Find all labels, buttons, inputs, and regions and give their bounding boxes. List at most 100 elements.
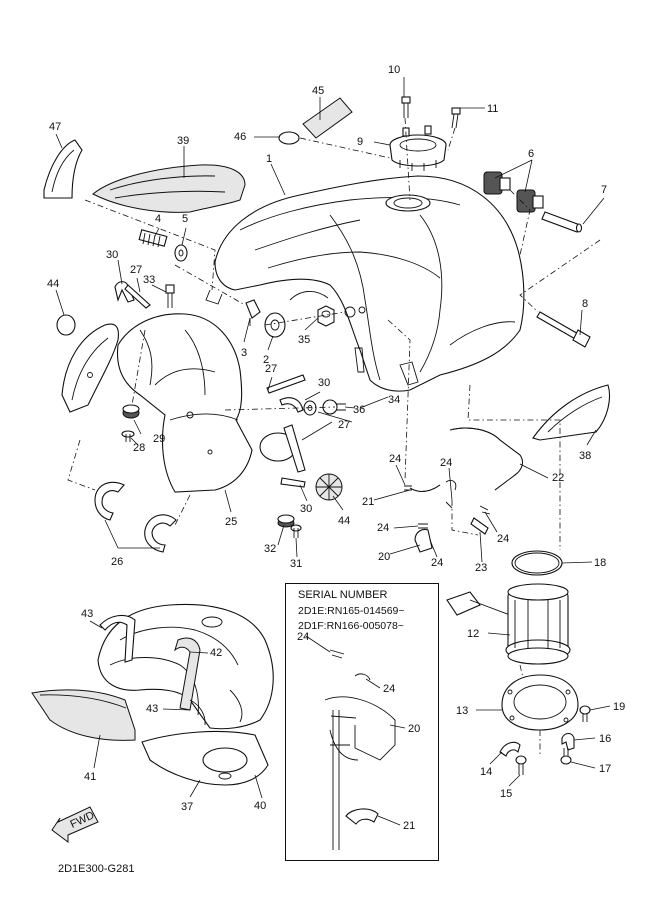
pin-28	[121, 430, 135, 442]
grommet-29	[122, 404, 140, 419]
callout-13: 13	[456, 705, 468, 717]
callout-47: 47	[49, 121, 61, 133]
collar-7	[541, 211, 583, 233]
callout-21: 21	[362, 496, 374, 508]
callout-labels: 1 2 3 4 5 6 6 7 8 9 10 11 12 13 14 15 16…	[47, 64, 625, 832]
side-pad-47	[43, 139, 83, 199]
clamp-14	[499, 741, 521, 757]
side-cover-44-left	[61, 323, 119, 413]
breather-hose-22	[449, 427, 523, 491]
callout-10: 10	[388, 64, 400, 76]
bolt-4	[138, 229, 168, 248]
callout-17: 17	[599, 763, 611, 775]
callout-24f: 24	[297, 631, 309, 643]
fitting-23	[470, 517, 489, 535]
callout-24c: 24	[497, 533, 509, 545]
clip-24-b	[445, 501, 453, 509]
callout-27c: 27	[338, 419, 350, 431]
callout-15: 15	[500, 788, 512, 800]
screw-34	[322, 399, 346, 415]
callout-30b: 30	[318, 377, 330, 389]
callout-8: 8	[582, 298, 588, 310]
decal-45	[302, 97, 353, 139]
callout-26: 26	[111, 556, 123, 568]
clip-26-right	[144, 514, 177, 553]
callout-27a: 27	[130, 264, 142, 276]
callout-23: 23	[475, 562, 487, 574]
callout-6a: 6	[528, 148, 534, 160]
callout-30a: 30	[106, 249, 118, 261]
hose-20	[414, 528, 433, 553]
callout-24e: 24	[431, 557, 443, 569]
side-panel-38	[532, 384, 611, 441]
callout-29: 29	[153, 433, 165, 445]
callout-24d: 24	[377, 522, 389, 534]
drawing-code: 2D1E300-G281	[58, 863, 135, 875]
callout-34: 34	[388, 394, 400, 406]
strip-27-low	[283, 424, 306, 473]
clip-27-top	[124, 284, 151, 309]
callout-14: 14	[480, 766, 492, 778]
callout-31: 31	[290, 558, 302, 570]
bolt-19	[579, 705, 591, 722]
band-42	[174, 637, 201, 711]
serial-line-2d1e: 2D1E:RN165-014569~	[298, 605, 405, 617]
nut-35	[317, 305, 335, 327]
fwd-arrow: FWD	[51, 806, 99, 843]
washer-5	[174, 244, 188, 262]
clip-30-low	[280, 477, 306, 488]
callout-16: 16	[599, 733, 611, 745]
callout-24b: 24	[440, 457, 452, 469]
callout-36: 36	[353, 404, 365, 416]
screw-15	[515, 755, 527, 775]
strip-43-top	[99, 614, 136, 663]
callout-44b: 44	[338, 515, 350, 527]
patch-44-left	[56, 314, 76, 336]
callout-4: 4	[155, 213, 161, 225]
callout-1: 1	[266, 153, 272, 165]
callout-20-serial: 20	[408, 723, 420, 735]
callout-20: 20	[378, 551, 390, 563]
clip-26-left	[94, 481, 125, 521]
serial-hose-assembly	[324, 649, 396, 850]
serial-line-2d1f: 2D1F:RN166-005078~	[298, 620, 404, 632]
callout-24g: 24	[383, 683, 395, 695]
callout-32: 32	[264, 543, 276, 555]
leader-lines	[55, 77, 611, 826]
tank-underside	[97, 603, 274, 730]
callout-40: 40	[254, 800, 266, 812]
decal-46	[278, 131, 300, 145]
hose-21	[409, 484, 441, 492]
clip-24-c	[479, 505, 491, 515]
bolt-10	[401, 96, 411, 118]
callout-33: 33	[143, 274, 155, 286]
strip-27-mid	[266, 374, 306, 394]
callout-2: 2	[263, 354, 269, 366]
callout-39: 39	[177, 135, 189, 147]
clip-24-d	[418, 523, 428, 529]
callout-18: 18	[594, 557, 606, 569]
screw-31	[290, 524, 302, 538]
callout-7: 7	[601, 184, 607, 196]
callout-5: 5	[182, 213, 188, 225]
clip-30-mid	[279, 397, 304, 413]
serial-title: SERIAL NUMBER	[298, 589, 388, 601]
clamp-16	[561, 732, 575, 751]
retainer-plate-13	[501, 674, 579, 731]
callout-28: 28	[133, 442, 145, 454]
grommet-2	[264, 312, 286, 338]
fuel-tank	[205, 175, 525, 392]
callout-19: 19	[613, 701, 625, 713]
serial-number-box: SERIAL NUMBER 2D1E:RN165-014569~ 2D1F:RN…	[285, 583, 439, 861]
fuel-pump	[446, 583, 571, 665]
callout-46: 46	[234, 131, 246, 143]
grommet-32	[277, 514, 295, 528]
callout-21-serial: 21	[403, 820, 415, 832]
callout-9: 9	[357, 136, 363, 148]
tank-cover	[116, 313, 297, 493]
clip-24-a	[404, 485, 412, 491]
callout-30c: 30	[300, 503, 312, 515]
emblem-44	[315, 473, 343, 501]
bolt-33	[165, 284, 175, 308]
